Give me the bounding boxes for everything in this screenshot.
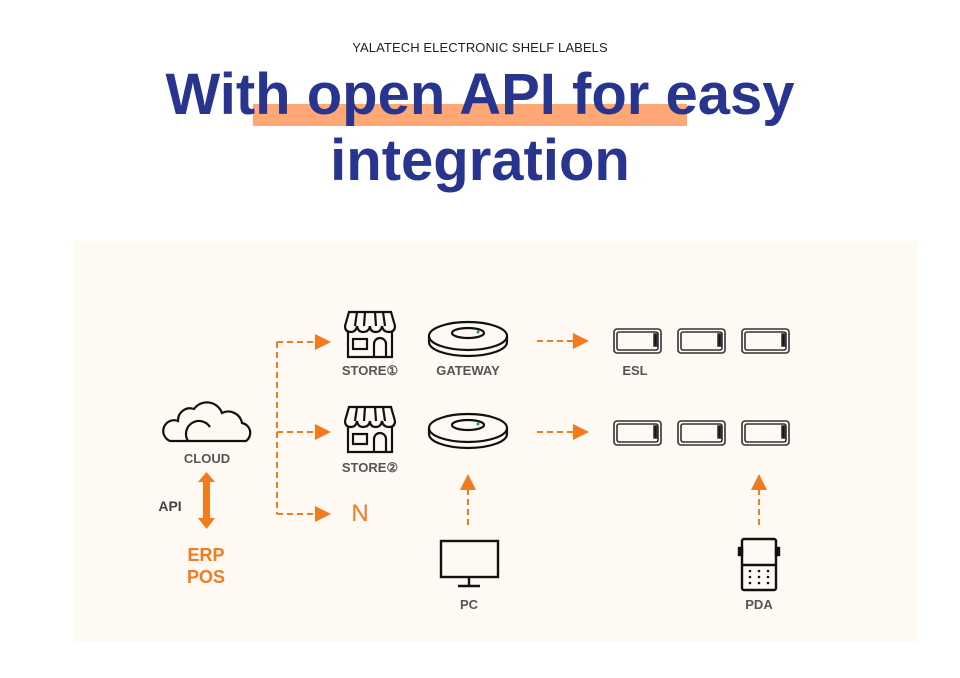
pda-label: PDA (745, 597, 773, 612)
store-icon-1 (343, 310, 397, 359)
api-label: API (158, 498, 182, 514)
gateway-icon-1 (427, 320, 509, 358)
esl-tag-icon (741, 328, 790, 354)
store-2-label: STORE② (341, 460, 399, 475)
store-1-label: STORE① (341, 363, 399, 378)
pda-icon (737, 537, 781, 592)
title-highlight (253, 104, 687, 126)
esl-tag-icon (677, 420, 726, 446)
gateway-label: GATEWAY (436, 363, 500, 378)
cloud-label: CLOUD (183, 451, 231, 466)
connector-lines (276, 333, 767, 525)
pc-label: PC (459, 597, 479, 612)
esl-tags (613, 328, 790, 446)
title-line-2: integration (330, 128, 630, 193)
pc-monitor-icon (439, 539, 500, 588)
pos-label: POS (186, 567, 225, 587)
cloud-icon (162, 401, 252, 443)
esl-tag-icon (741, 420, 790, 446)
esl-tag-icon (613, 420, 662, 446)
api-double-arrow (198, 472, 215, 529)
brand-eyebrow: YALATECH ELECTRONIC SHELF LABELS (352, 40, 608, 55)
store-icon-2 (343, 405, 397, 454)
n-stores-label: N (351, 500, 369, 527)
esl-label: ESL (622, 363, 648, 378)
erp-label: ERP (187, 545, 225, 565)
esl-tag-icon (677, 328, 726, 354)
esl-tag-icon (613, 328, 662, 354)
gateway-icon-2 (427, 412, 509, 450)
title-line-1: With open API for easy (165, 62, 795, 127)
page-title: With open API for easy integration (0, 62, 960, 194)
